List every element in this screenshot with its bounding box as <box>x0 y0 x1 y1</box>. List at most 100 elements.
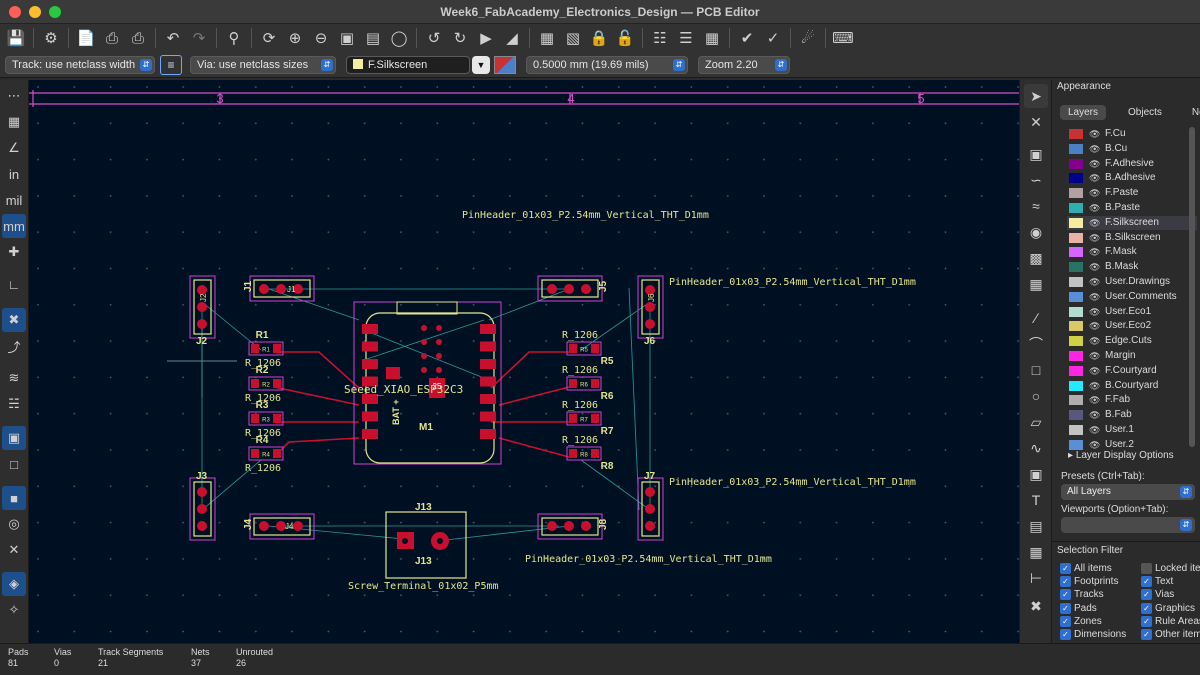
add-table-icon[interactable]: ▦ <box>1029 543 1043 560</box>
select-arrow-icon[interactable]: ➤ <box>1024 84 1048 108</box>
pad-outline-icon[interactable]: ▣ <box>2 426 26 450</box>
layer-row-user-2[interactable]: 👁User.2 <box>1067 438 1197 452</box>
cursor-crosshair-icon[interactable]: ✚ <box>8 244 20 259</box>
layers-manager-icon[interactable]: ◈ <box>2 572 26 596</box>
filter-pads[interactable]: ✓Pads <box>1060 602 1097 615</box>
checkbox-icon[interactable]: ✓ <box>1141 629 1152 640</box>
layer-row-b-cu[interactable]: 👁B.Cu <box>1067 142 1197 156</box>
layer-row-edge-cuts[interactable]: 👁Edge.Cuts <box>1067 334 1197 348</box>
tools-icon[interactable]: ✧ <box>8 602 20 617</box>
zoom-selection-icon[interactable]: ◯ <box>390 30 408 47</box>
eye-icon[interactable]: 👁 <box>1089 306 1101 317</box>
eye-icon[interactable]: 👁 <box>1089 262 1101 273</box>
layer-color-swatch[interactable] <box>1069 188 1083 199</box>
draw-arc-icon[interactable]: ⌒ <box>1029 336 1043 352</box>
eye-icon[interactable]: 👁 <box>1089 158 1101 169</box>
eye-icon[interactable]: 👁 <box>1089 277 1101 287</box>
add-zone-icon[interactable]: ▩ <box>1029 249 1043 266</box>
redo-icon[interactable]: ↷ <box>192 30 206 47</box>
ratsnest-icon[interactable]: ✖ <box>2 308 26 332</box>
layer-color-swatch[interactable] <box>1069 336 1083 347</box>
filter-all-items[interactable]: ✓All items <box>1060 562 1112 575</box>
zoom-out-icon[interactable]: ⊖ <box>314 30 328 47</box>
mil-units-icon[interactable]: mil <box>5 192 23 208</box>
filter-dimensions[interactable]: ✓Dimensions <box>1060 628 1126 641</box>
layer-row-user-comments[interactable]: 👁User.Comments <box>1067 290 1197 304</box>
layer-row-b-paste[interactable]: 👁B.Paste <box>1067 201 1197 215</box>
refresh-icon[interactable]: ⟳ <box>262 30 276 47</box>
filter-tracks[interactable]: ✓Tracks <box>1060 588 1104 601</box>
net-colors-icon[interactable]: ≋ <box>8 370 20 385</box>
filter-locked-items[interactable]: Locked items <box>1141 562 1200 575</box>
checkbox-icon[interactable] <box>1141 563 1152 574</box>
layer-row-f-cu[interactable]: 👁F.Cu <box>1067 127 1197 141</box>
layer-color-swatch[interactable] <box>1069 129 1083 139</box>
checkbox-icon[interactable]: ✓ <box>1060 563 1071 574</box>
close-window-button[interactable] <box>9 6 21 18</box>
layer-color-swatch[interactable] <box>1069 321 1083 332</box>
zoom-fit-icon[interactable]: ▣ <box>339 30 355 47</box>
eye-icon[interactable]: 👁 <box>1089 143 1101 154</box>
layer-color-swatch[interactable] <box>1069 291 1083 302</box>
viewports-select[interactable]: ⇵ <box>1061 517 1195 533</box>
eye-icon[interactable]: 👁 <box>1089 247 1101 258</box>
layer-list-scrollbar[interactable] <box>1189 127 1195 447</box>
layer-dropdown-button[interactable]: ▼ <box>472 56 490 74</box>
eye-icon[interactable]: 👁 <box>1089 380 1101 391</box>
netlist-icon[interactable]: ☷ <box>653 30 667 47</box>
presets-select[interactable]: All Layers⇵ <box>1061 484 1195 500</box>
scripting-console-icon[interactable]: ⌨ <box>832 30 854 47</box>
eye-icon[interactable]: 👁 <box>1089 129 1101 139</box>
route-diff-pair-icon[interactable]: ≈ <box>1032 198 1040 214</box>
footprint-editor-icon[interactable]: ▦ <box>704 30 720 47</box>
eye-icon[interactable]: 👁 <box>1089 410 1101 421</box>
draw-rectangle-icon[interactable]: □ <box>1031 362 1041 378</box>
eye-icon[interactable]: 👁 <box>1089 351 1101 361</box>
layer-select[interactable]: F.Silkscreen <box>346 56 470 74</box>
layer-row-f-fab[interactable]: 👁F.Fab <box>1067 393 1197 407</box>
layer-color-swatch[interactable] <box>1069 395 1083 406</box>
draw-line-icon[interactable]: ∕ <box>1034 310 1038 326</box>
filter-other-items[interactable]: ✓Other items <box>1141 628 1200 641</box>
tab-nets[interactable]: Nets <box>1191 107 1200 118</box>
zoom-objects-icon[interactable]: ▤ <box>365 30 381 47</box>
checkbox-icon[interactable]: ✓ <box>1141 589 1152 601</box>
layer-color-swatch[interactable] <box>1069 143 1083 154</box>
layer-color-swatch[interactable] <box>1069 217 1083 228</box>
layer-color-swatch[interactable] <box>1069 247 1083 258</box>
rotate-cw-icon[interactable]: ↻ <box>453 30 467 47</box>
zoom-select[interactable]: Zoom 2.20⇵ <box>698 56 790 74</box>
curved-ratsnest-icon[interactable]: ⤴ <box>7 339 21 355</box>
switch-to-schematic-icon[interactable]: ☄ <box>801 30 815 47</box>
mirror-icon[interactable]: ◢ <box>506 30 518 47</box>
print-icon[interactable]: ⎙ <box>105 29 118 47</box>
save-icon[interactable]: 💾 <box>6 30 26 47</box>
checkbox-icon[interactable]: ✓ <box>1060 629 1071 640</box>
graphics-outline-icon[interactable]: ◎ <box>8 516 20 531</box>
layer-color-swatch[interactable] <box>1069 351 1083 361</box>
checkbox-icon[interactable]: ✓ <box>1060 589 1071 601</box>
checkbox-icon[interactable]: ✓ <box>1141 615 1152 627</box>
layer-row-f-paste[interactable]: 👁F.Paste <box>1067 186 1197 200</box>
tab-layers[interactable]: Layers <box>1060 105 1107 120</box>
track-width-select[interactable]: Track: use netclass width⇵ <box>5 56 155 74</box>
filter-zones[interactable]: ✓Zones <box>1060 615 1102 628</box>
eye-icon[interactable]: 👁 <box>1089 321 1101 332</box>
layer-row-f-silkscreen[interactable]: 👁F.Silkscreen <box>1067 215 1197 230</box>
unlock-icon[interactable]: 🔓 <box>615 30 635 47</box>
layer-row-user-eco2[interactable]: 👁User.Eco2 <box>1067 319 1197 333</box>
lock-icon[interactable]: 🔒 <box>589 30 609 47</box>
zoom-window-button[interactable] <box>49 6 61 18</box>
layer-color-swatch[interactable] <box>1069 410 1083 421</box>
layer-row-f-adhesive[interactable]: 👁F.Adhesive <box>1067 157 1197 171</box>
layer-row-b-adhesive[interactable]: 👁B.Adhesive <box>1067 171 1197 185</box>
filter-vias[interactable]: ✓Vias <box>1141 588 1174 601</box>
rotate-ccw-icon[interactable]: ↺ <box>427 30 441 47</box>
layer-color-swatch[interactable] <box>1069 158 1083 169</box>
eye-icon[interactable]: 👁 <box>1089 291 1101 302</box>
filter-footprints[interactable]: ✓Footprints <box>1060 575 1118 588</box>
layer-row-b-fab[interactable]: 👁B.Fab <box>1067 408 1197 422</box>
grid-toggle-icon[interactable]: ⋯ <box>7 88 21 103</box>
angle-constraint-icon[interactable]: ∟ <box>7 276 21 292</box>
layer-color-swatch[interactable] <box>1069 262 1083 273</box>
